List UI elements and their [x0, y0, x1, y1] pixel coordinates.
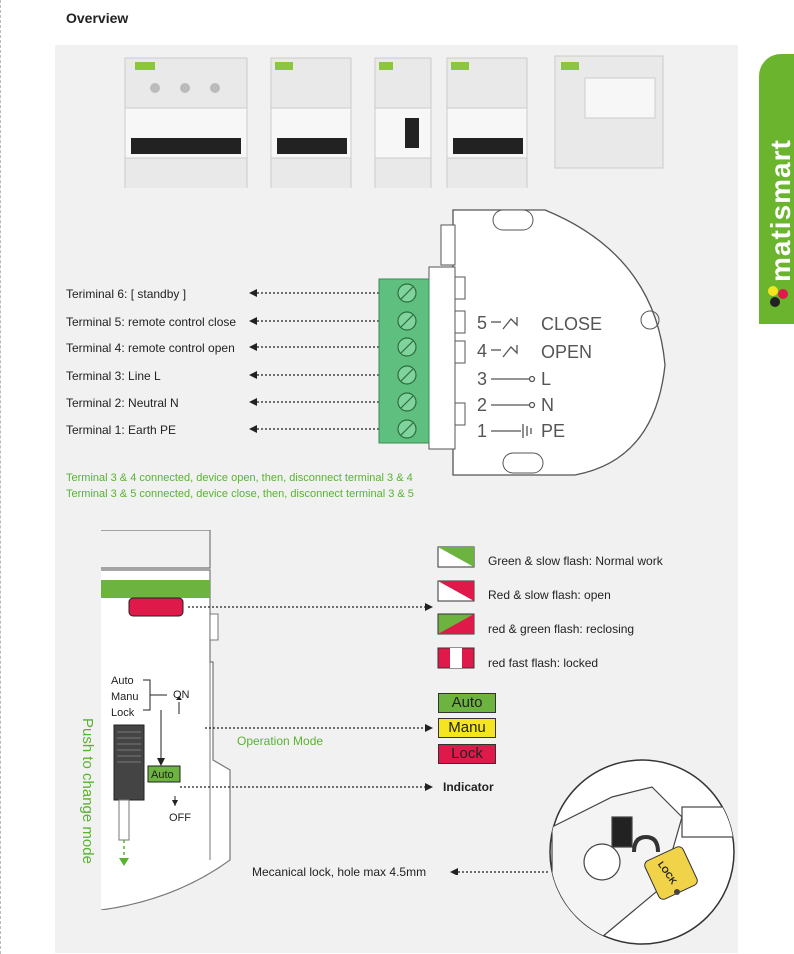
- swatch-green-slow: [437, 546, 475, 568]
- indicator-swatches: [437, 546, 475, 669]
- mode-lock-badge: Lock: [438, 744, 496, 764]
- swatch-red-green: [437, 613, 475, 635]
- device-auto-label: Auto: [111, 675, 134, 687]
- schematic-number-4: 4: [477, 341, 487, 361]
- indicator-state-red-label: Red & slow flash: open: [488, 588, 611, 602]
- swatch-red-slow: [437, 580, 475, 602]
- breaker-rcd-image: [554, 55, 664, 169]
- schematic-open-label: OPEN: [541, 342, 592, 362]
- indicator-state-reclosing-label: red & green flash: reclosing: [488, 622, 635, 636]
- mode-manu-badge: Manu: [438, 718, 496, 738]
- schematic-number-1: 1: [477, 421, 487, 441]
- brand-tab: matismart: [759, 54, 794, 324]
- device-front-drawing: Auto Auto Manu Lock ON OFF: [100, 530, 231, 910]
- mechanical-lock-label: Mecanical lock, hole max 4.5mm: [252, 865, 427, 879]
- schematic-number-5: 5: [477, 313, 487, 333]
- schematic-number-3: 3: [477, 369, 487, 389]
- padlock-detail: LOCK: [549, 759, 735, 945]
- page-left-border: [0, 0, 1, 954]
- breaker-4pole-image: [124, 57, 248, 188]
- indicator-label: Indicator: [443, 780, 494, 794]
- product-photos: [124, 55, 664, 188]
- terminal-3-label: Terminal 3: Line L: [66, 369, 161, 383]
- brand-logo-icon: [768, 286, 788, 307]
- terminal-2-label: Terminal 2: Neutral N: [66, 396, 179, 410]
- breaker-2pole-image: [374, 57, 432, 188]
- indicator-state-locked-label: red fast flash: locked: [488, 656, 599, 670]
- note-open: Terminal 3 & 4 connected, device open, t…: [66, 472, 413, 484]
- device-leader-lines: [180, 603, 550, 875]
- schematic-n-label: N: [541, 395, 554, 415]
- terminal-4-label: Terminal 4: remote control open: [66, 341, 235, 355]
- terminal-diagram: 5 4 3 2 1 CLOSE OPEN L N PE: [249, 209, 666, 476]
- schematic-lines: [491, 317, 536, 438]
- breaker-3pole-image: [270, 57, 352, 188]
- schematic-number-2: 2: [477, 395, 487, 415]
- mode-auto-badge: Auto: [438, 693, 496, 713]
- terminal-arrowheads: [249, 289, 257, 433]
- device-off-label: OFF: [169, 812, 191, 824]
- terminal-5-label: Terminal 5: remote control close: [66, 315, 237, 329]
- schematic-pe-label: PE: [541, 421, 565, 441]
- breaker-3pole-b-image: [446, 57, 528, 188]
- terminal-6-label: Teriminal 6: [ standby ]: [66, 287, 187, 301]
- device-lock-label: Lock: [111, 707, 135, 719]
- push-to-change-label: Push to change mode: [79, 718, 96, 864]
- device-manu-label: Manu: [111, 691, 139, 703]
- device-auto-button-label: Auto: [151, 769, 174, 781]
- swatch-red-fast: [437, 647, 475, 669]
- device-on-label: ON: [173, 689, 190, 701]
- indicator-state-green-label: Green & slow flash: Normal work: [488, 554, 663, 568]
- operation-mode-label: Operation Mode: [237, 734, 324, 748]
- page-heading: Overview: [66, 10, 129, 26]
- schematic-close-label: CLOSE: [541, 314, 602, 334]
- note-close: Terminal 3 & 5 connected, device close, …: [66, 488, 414, 500]
- terminal-1-label: Terminal 1: Earth PE: [66, 423, 177, 437]
- terminal-leader-lines: [257, 292, 381, 430]
- schematic-l-label: L: [541, 369, 551, 389]
